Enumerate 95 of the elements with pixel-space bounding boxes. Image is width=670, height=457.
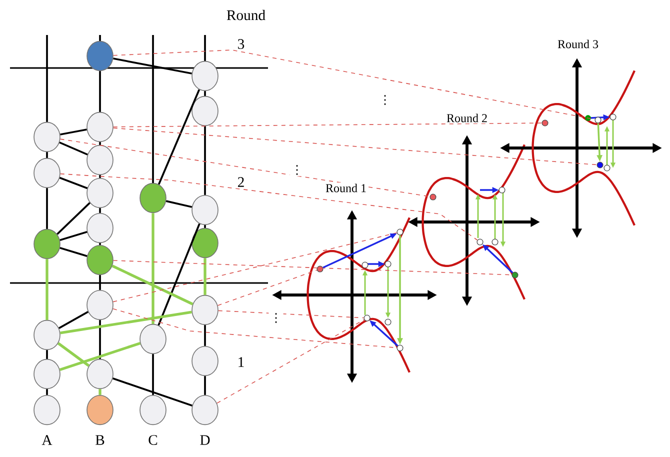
event-circle bbox=[34, 122, 60, 152]
connector-line bbox=[112, 128, 598, 166]
ellipsis: ⋮ bbox=[268, 312, 284, 324]
column-label: A bbox=[40, 434, 54, 446]
event-circle bbox=[86, 394, 114, 426]
connector-line bbox=[216, 319, 365, 404]
event-circle bbox=[34, 158, 60, 188]
connector-line bbox=[113, 50, 596, 120]
column-label: B bbox=[94, 434, 106, 446]
plot-title: Round 1 bbox=[324, 182, 368, 194]
curve-point bbox=[430, 194, 436, 200]
event-circle bbox=[86, 144, 114, 176]
connector-line bbox=[60, 310, 192, 334]
curve-point bbox=[476, 238, 484, 246]
connector-line bbox=[112, 264, 194, 306]
event-circle bbox=[34, 228, 60, 260]
connector-line bbox=[60, 128, 87, 136]
connector-line bbox=[46, 350, 48, 359]
connector-line bbox=[99, 243, 101, 245]
event-circle bbox=[192, 96, 218, 126]
connector-line bbox=[60, 231, 88, 241]
connector-line bbox=[99, 175, 101, 178]
connector-line bbox=[60, 173, 478, 241]
connector-line bbox=[166, 200, 192, 208]
curve-point bbox=[594, 116, 602, 124]
connector-line bbox=[204, 225, 206, 228]
curve-point bbox=[542, 120, 548, 126]
connector-line bbox=[56, 202, 90, 235]
round-number: 1 bbox=[236, 356, 246, 368]
connector-line bbox=[98, 389, 102, 395]
connector-line bbox=[99, 208, 101, 213]
ellipsis: ⋮ bbox=[290, 164, 304, 176]
event-circle bbox=[192, 228, 218, 258]
round-number: 3 bbox=[236, 38, 246, 50]
connector-line bbox=[113, 122, 542, 128]
connector-line bbox=[158, 89, 200, 185]
connector-line bbox=[59, 342, 141, 372]
event-circle bbox=[140, 394, 166, 426]
connector-line bbox=[60, 247, 88, 257]
event-circle bbox=[192, 60, 218, 92]
event-circle bbox=[86, 40, 114, 72]
connector-line bbox=[112, 378, 192, 406]
connector-line bbox=[59, 142, 88, 156]
connector-line bbox=[152, 354, 154, 395]
column-label: D bbox=[198, 434, 212, 446]
event-circle bbox=[86, 358, 114, 390]
event-circle bbox=[86, 112, 114, 142]
connector-line bbox=[99, 142, 101, 145]
connector-line bbox=[99, 320, 101, 359]
curve-point bbox=[316, 266, 324, 272]
connector-line bbox=[204, 376, 206, 395]
connector-line bbox=[59, 176, 88, 190]
curve-point bbox=[364, 314, 370, 322]
connector-line bbox=[204, 91, 206, 96]
event-circle bbox=[192, 394, 218, 426]
connector-line bbox=[152, 213, 154, 324]
connector-line bbox=[99, 275, 101, 290]
plot-title: Round 2 bbox=[445, 112, 489, 124]
connector-line bbox=[46, 389, 48, 395]
connector-line bbox=[218, 310, 364, 318]
connector-line bbox=[112, 232, 398, 302]
plot-title: Round 3 bbox=[556, 38, 600, 50]
connector-line bbox=[99, 71, 101, 112]
connector-line bbox=[217, 270, 318, 306]
connector-line bbox=[158, 223, 200, 326]
round-number: 2 bbox=[236, 176, 246, 188]
event-circle bbox=[86, 212, 114, 244]
event-circle bbox=[34, 320, 60, 350]
curve-point bbox=[512, 272, 518, 278]
event-circle bbox=[86, 244, 114, 276]
connector-line bbox=[46, 259, 48, 320]
axis-title: Round bbox=[225, 8, 267, 22]
connector-line bbox=[204, 126, 206, 195]
event-circle bbox=[140, 324, 166, 354]
connector-line bbox=[204, 325, 206, 346]
event-circle bbox=[140, 182, 166, 214]
column-label: C bbox=[146, 434, 160, 446]
connector-line bbox=[57, 342, 90, 367]
event-circle bbox=[192, 294, 218, 326]
event-circle bbox=[34, 394, 60, 426]
event-circle bbox=[86, 290, 114, 320]
connector-line bbox=[46, 152, 48, 158]
curve-point bbox=[596, 162, 604, 168]
connector-line bbox=[113, 58, 192, 74]
event-circle bbox=[192, 194, 218, 226]
event-circle bbox=[34, 358, 60, 390]
curve-point bbox=[396, 228, 404, 236]
connector-line bbox=[60, 138, 430, 197]
connector-line bbox=[58, 310, 88, 330]
event-circle bbox=[192, 346, 218, 376]
event-circle bbox=[86, 178, 114, 208]
curve-point bbox=[396, 344, 404, 352]
connector-line bbox=[46, 188, 48, 229]
connector-line bbox=[204, 258, 206, 295]
ellipsis: ⋮ bbox=[378, 94, 392, 106]
